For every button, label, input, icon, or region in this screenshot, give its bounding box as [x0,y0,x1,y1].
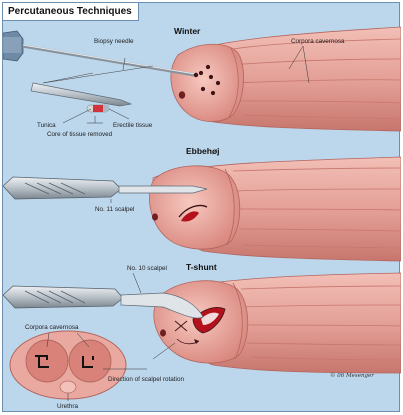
erectile-tissue-label: Erectile tissue [113,122,153,129]
illustration-canvas: Winter Ebbehøj T-shunt Biopsy needle Cor… [3,26,401,410]
scalpel-rotation-label: Direction of scalpel rotation [108,376,184,383]
biopsy-needle-label: Biopsy needle [94,38,134,45]
ebbehoj-heading: Ebbehøj [186,146,220,156]
no10-scalpel-label: No. 10 scalpel [127,265,167,272]
tunica-label: Tunica [37,122,56,129]
tshunt-glans [153,280,249,364]
core-removed-label: Core of tissue removed [47,131,113,138]
ebbehoj-glans [149,165,241,250]
urethra-label: Urethra [57,403,78,410]
biopsy-needle [3,30,199,78]
winter-heading: Winter [174,26,201,36]
corpora-cavernosa-cross-label: Corpora cavernosa [25,324,79,331]
winter-leaders [62,45,310,124]
winter-glans [170,43,244,122]
diagram-panel: Winter Ebbehøj T-shunt Biopsy needle Cor… [2,2,401,412]
no11-scalpel [3,176,208,203]
artist-signature: © 06 Mesenger [330,372,374,379]
meatus-mark [178,91,186,99]
needle-core-inset [30,65,154,113]
figure-title: Percutaneous Techniques [3,3,139,21]
label-layer: Winter Ebbehøj T-shunt Biopsy needle Cor… [25,26,374,410]
corpora-cavernosa-top-label: Corpora cavernosa [291,38,345,45]
tshunt-heading: T-shunt [186,262,217,272]
no10-scalpel [3,272,204,319]
cross-section-inset [9,330,176,401]
no11-scalpel-label: No. 11 scalpel [95,206,134,213]
